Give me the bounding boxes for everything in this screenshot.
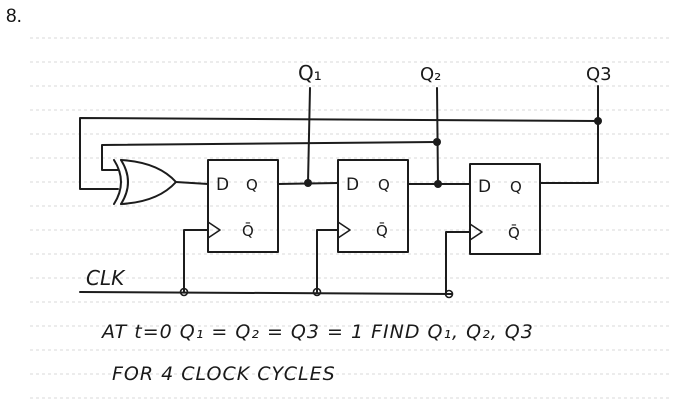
output-label-q1: Q₁ <box>298 61 322 85</box>
clk-junction-2 <box>312 287 322 297</box>
statement-line-1: AT t=0 Q₁ = Q₂ = Q3 = 1 FIND Q₁, Q₂, Q3 <box>100 321 534 343</box>
q3-feedback-wire <box>79 117 599 190</box>
output-label-q2: Q₂ <box>420 64 441 85</box>
q3-junction-dot <box>594 117 602 125</box>
q2-junction-dot <box>433 138 441 146</box>
flip-flop-3: D Q Q̄ <box>469 163 541 255</box>
ff2-qbar-label: Q̄ <box>376 221 388 240</box>
ff1-d-label: D <box>216 175 229 195</box>
clk-junction-1 <box>179 287 189 297</box>
ff1-qbar-label: Q̄ <box>242 221 254 240</box>
clk-junction-3 <box>444 289 454 299</box>
clk-to-ff2-wire <box>316 229 339 293</box>
flip-flop-1: D Q Q̄ <box>207 159 279 253</box>
ff3-qbar-label: Q̄ <box>508 223 520 242</box>
clk-to-ff3-wire <box>445 231 471 295</box>
q2-output-dot <box>434 180 442 188</box>
clock-label: CLK <box>86 266 126 290</box>
output-label-q3: Q3 <box>586 64 612 85</box>
flip-flop-2: D Q Q̄ <box>337 159 409 253</box>
clock-line <box>79 291 453 295</box>
q1-junction-dot <box>304 179 312 187</box>
notebook-rules <box>30 37 670 399</box>
clk-to-ff1-wire <box>183 229 209 293</box>
ff1-q-label: Q <box>246 176 258 194</box>
problem-number: 8. <box>6 6 22 27</box>
ff3-d-label: D <box>478 177 491 197</box>
q2-feedback-wire <box>101 141 438 171</box>
ff3-q-label: Q <box>510 178 522 196</box>
ff2-d-label: D <box>346 175 359 195</box>
q1-output-line <box>307 87 311 184</box>
xor-to-ff1-wire <box>175 181 209 185</box>
statement-line-2: FOR 4 CLOCK CYCLES <box>112 363 336 385</box>
ff2-q-label: Q <box>378 176 390 194</box>
q2-output-line <box>436 87 439 185</box>
